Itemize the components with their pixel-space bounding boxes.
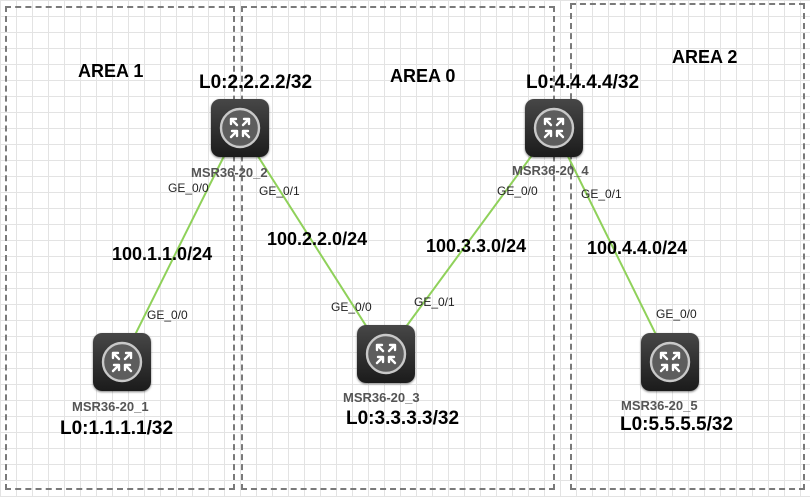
- link-r1-r2-network: 100.1.1.0/24: [112, 244, 213, 264]
- router-r4-icon[interactable]: [525, 99, 583, 157]
- router-r5-name: MSR36-20_5: [621, 398, 698, 413]
- router-r5-loopback: L0:5.5.5.5/32: [620, 414, 734, 435]
- area-2-label: AREA 2: [672, 47, 738, 67]
- area-0-box: [241, 6, 555, 490]
- area-1-label: AREA 1: [78, 61, 144, 81]
- link-r3-r4-port-r3: GE_0/1: [414, 295, 455, 309]
- router-r2-icon[interactable]: [211, 99, 269, 157]
- link-r4-r5-port-r5: GE_0/0: [656, 307, 697, 321]
- router-r1-loopback: L0:1.1.1.1/32: [60, 418, 174, 439]
- router-r3-name: MSR36-20_3: [343, 390, 420, 405]
- router-r4-name: MSR36-20_4: [512, 163, 589, 178]
- link-r3-r4-port-r4: GE_0/0: [497, 184, 538, 198]
- router-r2-name: MSR36-20_2: [191, 165, 268, 180]
- link-r2-r3-port-r3: GE_0/0: [331, 300, 372, 314]
- link-r1-r2: [121, 127, 239, 362]
- link-r2-r3: [239, 127, 385, 355]
- router-r3-loopback: L0:3.3.3.3/32: [346, 408, 460, 429]
- link-r2-r3-network: 100.2.2.0/24: [267, 229, 368, 249]
- router-r4-loopback: L0:4.4.4.4/32: [526, 72, 640, 93]
- router-r1-name: MSR36-20_1: [72, 399, 149, 414]
- router-r3-icon[interactable]: [357, 325, 415, 383]
- router-r5-icon[interactable]: [641, 333, 699, 391]
- link-r3-r4: [385, 127, 553, 355]
- router-r1-icon[interactable]: [93, 333, 151, 391]
- area-0-label: AREA 0: [390, 66, 456, 86]
- link-r2-r3-port-r2: GE_0/1: [259, 184, 300, 198]
- area-2-box: [570, 3, 805, 490]
- link-r3-r4-network: 100.3.3.0/24: [426, 236, 527, 256]
- area-1-box: [5, 6, 235, 490]
- router-r2-loopback: L0:2.2.2.2/32: [199, 72, 313, 93]
- link-r4-r5-network: 100.4.4.0/24: [587, 238, 688, 258]
- link-r4-r5: [553, 127, 670, 362]
- link-r1-r2-port-r1: GE_0/0: [147, 308, 188, 322]
- link-r1-r2-port-r2: GE_0/0: [168, 181, 209, 195]
- link-r4-r5-port-r4: GE_0/1: [581, 187, 622, 201]
